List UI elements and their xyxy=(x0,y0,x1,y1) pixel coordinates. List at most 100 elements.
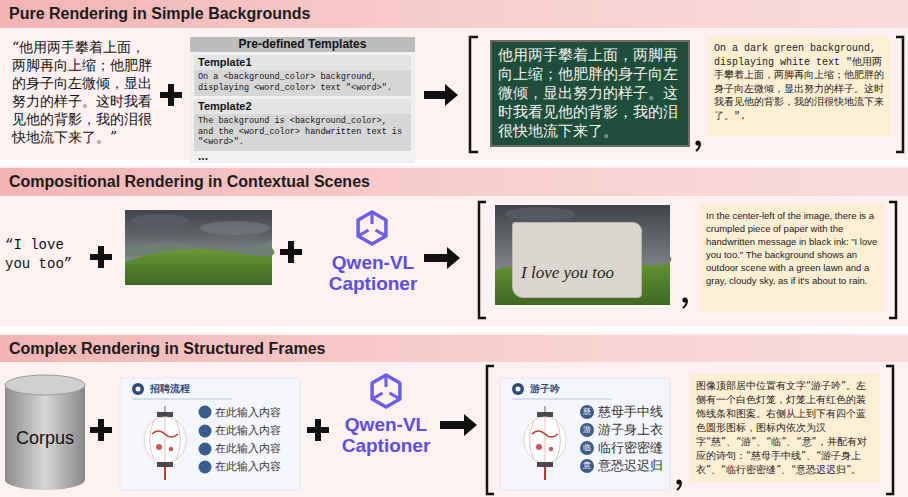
bracket xyxy=(889,202,896,318)
input-text: “他用两手攀着上面，两脚再向上缩；他肥胖的身子向左微倾，显出努力的样子。这时我看… xyxy=(12,38,158,146)
template-slide: 招聘流程在此输入内容在此输入内容在此输入内容在此输入内容 xyxy=(120,378,300,490)
paper-note: I love you too xyxy=(512,222,642,298)
section-title: Pure Rendering in Simple Backgrounds xyxy=(9,5,310,23)
block-arrow xyxy=(424,84,458,106)
section-background xyxy=(0,0,908,160)
icon-char: 意 xyxy=(580,459,594,473)
model-name: Qwen-VL Captioner xyxy=(327,414,445,456)
lantern-pattern xyxy=(156,444,162,450)
section-header: Pure Rendering in Simple Backgrounds xyxy=(0,0,908,28)
section-header: Compositional Rendering in Contextual Sc… xyxy=(0,168,908,196)
plus-sign xyxy=(315,419,321,441)
template-text: The background is <background_color>, an… xyxy=(194,114,411,151)
section-title: Complex Rendering in Structured Frames xyxy=(9,340,326,358)
bracket xyxy=(470,37,478,152)
block-arrow xyxy=(440,414,477,436)
template-panel: Pre-defined TemplatesTemplate1On a <back… xyxy=(190,37,415,163)
caption-box: In the center-left of the image, there i… xyxy=(700,204,884,312)
section-header: Complex Rendering in Structured Frames xyxy=(0,335,908,362)
slide-item: 慈母手中线 xyxy=(598,405,663,419)
qwen-logo xyxy=(358,212,386,244)
logo-hexagon xyxy=(358,212,386,244)
header-icon xyxy=(512,383,524,395)
lantern-pattern xyxy=(169,447,173,451)
model-name: Qwen-VL Captioner xyxy=(314,252,432,294)
slide-item: 意恐迟迟归 xyxy=(598,459,663,473)
slide-item: 临行密密缝 xyxy=(598,441,663,455)
plus-sign xyxy=(288,241,294,263)
caption-text: On a dark green background, displaying w… xyxy=(714,42,884,123)
section-background xyxy=(0,333,908,497)
lantern-tassel xyxy=(544,467,546,480)
icon-char: 临 xyxy=(580,441,594,455)
corpus-label: Corpus xyxy=(16,428,74,449)
icon-char: 游 xyxy=(580,423,594,437)
bracket xyxy=(479,202,486,318)
lantern-string xyxy=(165,406,166,412)
lantern-pattern xyxy=(532,431,558,437)
handwritten-text: I love you too xyxy=(521,263,637,283)
input-text: “I love you too” xyxy=(5,236,90,274)
comma-mark xyxy=(683,300,687,308)
plus-sign xyxy=(98,246,104,268)
icon-char: 慈 xyxy=(580,405,594,419)
lantern-illustration xyxy=(524,406,566,480)
lantern-body xyxy=(524,417,566,463)
list-icon xyxy=(580,441,594,455)
list-icon xyxy=(580,459,594,473)
slide-background xyxy=(500,378,670,490)
logo-hexagon xyxy=(372,375,400,407)
lantern-pattern xyxy=(549,447,553,451)
panel-title: Pre-defined Templates xyxy=(190,37,415,52)
slide-item: 游子身上衣 xyxy=(598,423,663,437)
caption-box: On a dark green background, displaying w… xyxy=(708,37,890,137)
template-name: Template2 xyxy=(194,99,411,114)
header-rule xyxy=(512,399,612,400)
logo-stroke xyxy=(358,212,386,236)
template-name: Template1 xyxy=(194,55,411,70)
caption-text: In the center-left of the image, there i… xyxy=(706,209,878,287)
lantern-illustration xyxy=(144,406,186,480)
lantern-cap xyxy=(537,462,553,467)
lantern-pattern xyxy=(152,431,178,437)
lantern-pattern xyxy=(536,444,542,450)
list-icon xyxy=(199,406,212,419)
plus-sign xyxy=(168,84,174,106)
caption-text: 图像顶部居中位置有文字“游子吟”。左侧有一个白色灯笼，灯笼上有红色的装饰线条和图… xyxy=(696,379,874,477)
cylinder-body xyxy=(5,385,85,490)
comma-mark xyxy=(696,143,700,151)
corpus-cylinder: Corpus xyxy=(5,375,85,490)
template-box: Template2The background is <background_c… xyxy=(194,99,411,151)
lantern-string xyxy=(545,406,546,412)
slide-background xyxy=(120,378,300,490)
cloud xyxy=(200,221,270,235)
list-icon xyxy=(580,423,594,437)
slide-item: 在此输入内容 xyxy=(215,406,281,419)
lantern-body xyxy=(144,417,186,463)
bracket xyxy=(886,366,893,494)
template-box: Template1On a <background_color> backgro… xyxy=(194,55,411,96)
template-text: On a <background_color> background, disp… xyxy=(194,70,411,96)
logo-stroke xyxy=(372,375,400,399)
lantern-cap xyxy=(537,412,553,417)
lantern-cap xyxy=(157,462,173,467)
ellipsis: ... xyxy=(198,152,238,160)
section-title: Compositional Rendering in Contextual Sc… xyxy=(9,173,370,191)
caption-box: 图像顶部居中位置有文字“游子吟”。左侧有一个白色灯笼，灯笼上有红色的装饰线条和图… xyxy=(690,374,880,482)
lantern-cap xyxy=(157,412,173,417)
block-arrow xyxy=(424,247,460,269)
qwen-logo xyxy=(372,375,400,407)
header-rule xyxy=(132,399,232,400)
slide-title: 游子吟 xyxy=(530,383,560,395)
list-icon xyxy=(580,405,594,419)
chalkboard-image: 他用两手攀着上面，两脚再向上缩；他肥胖的身子向左微倾，显出努力的样子。这时我看见… xyxy=(490,40,690,147)
list-icon xyxy=(199,461,212,474)
slide-item: 在此输入内容 xyxy=(215,460,281,473)
comma-mark xyxy=(677,482,681,490)
lantern-tassel xyxy=(164,467,166,480)
list-icon xyxy=(199,443,212,456)
plus-sign xyxy=(98,419,104,441)
cylinder-top xyxy=(5,375,85,395)
bracket xyxy=(896,37,903,152)
